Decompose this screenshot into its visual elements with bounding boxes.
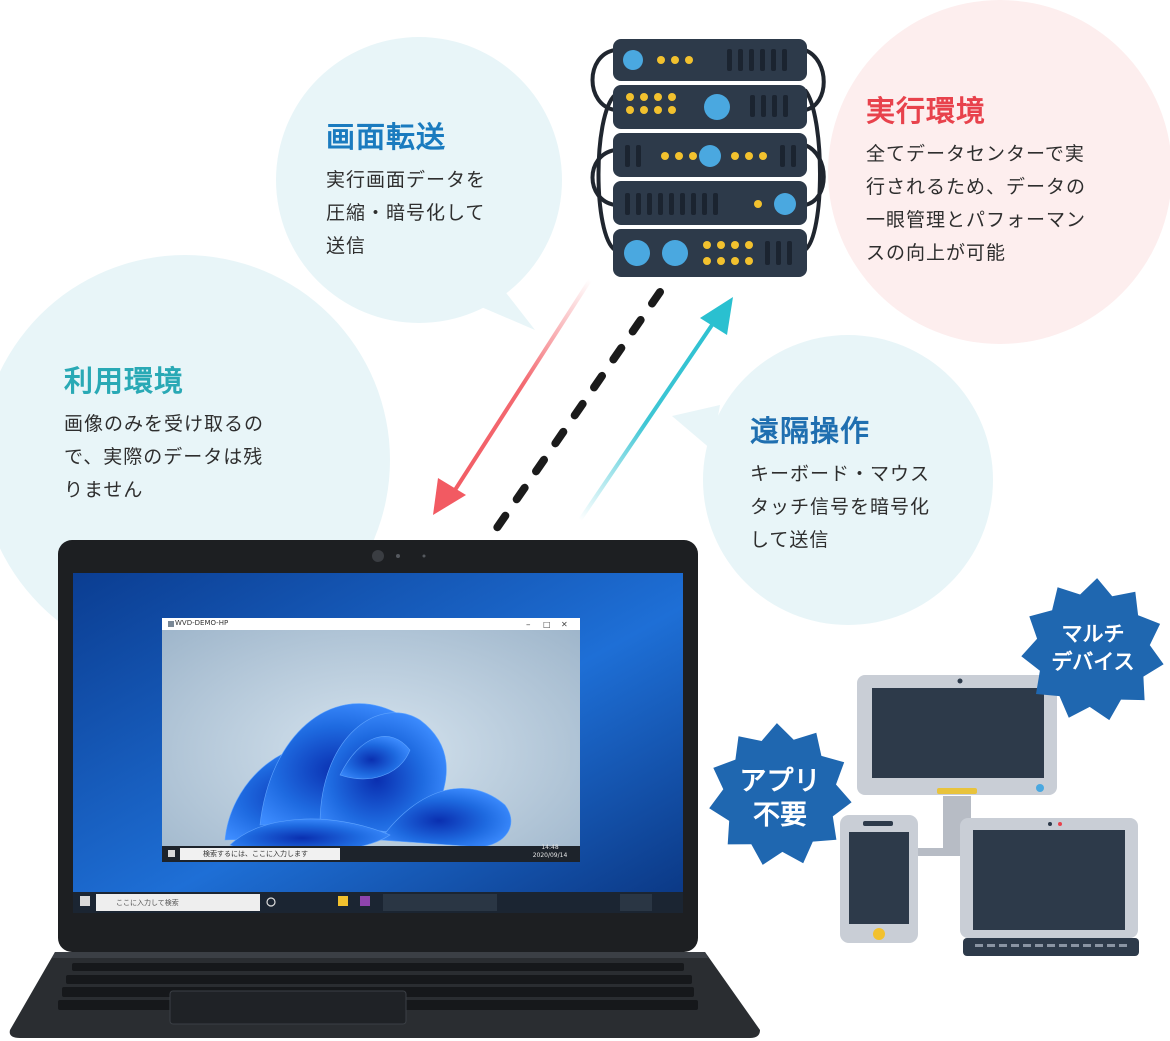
screen-transfer-title: 画面転送 (326, 120, 447, 154)
remote-bubble-tail (672, 405, 720, 450)
screen-transfer-block: 画面転送 実行画面データを 圧縮・暗号化して 送信 (326, 114, 556, 263)
multi-devices-icon (840, 675, 1139, 956)
usage-title: 利用環境 (64, 364, 185, 398)
window-title: WVD-DEMO-HP (175, 619, 229, 627)
inner-clock-date: 2020/09/14 (532, 852, 568, 859)
execution-title: 実行環境 (866, 94, 987, 128)
svg-text:□: □ (543, 620, 551, 629)
multi-device-badge-shape (1021, 578, 1164, 721)
inner-search-box[interactable]: 検索するには、ここに入力します (203, 850, 308, 858)
execution-bubble (828, 0, 1170, 344)
execution-text: 全てデータセンターで実 行されるため、データの 一眼管理とパフォーマン スの向上… (866, 143, 1087, 264)
up-arrow-line (578, 323, 714, 522)
outer-search-box[interactable]: ここに入力して検索 (116, 899, 179, 907)
server-rack-icon (590, 39, 826, 277)
remote-bubble (703, 335, 993, 625)
screen-transfer-bubble-tail (465, 285, 535, 330)
down-arrow-line (453, 278, 592, 492)
screen-transfer-bubble (276, 37, 562, 323)
screen-transfer-text: 実行画面データを 圧縮・暗号化して 送信 (326, 169, 487, 257)
inner-clock-time: 14:48 (541, 844, 559, 851)
remote-text: キーボード・マウス タッチ信号を暗号化 して送信 (750, 463, 931, 551)
laptop-icon: – □ ✕ (9, 540, 760, 1038)
remote-block: 遠隔操作 キーボード・マウス タッチ信号を暗号化 して送信 (750, 408, 980, 557)
dashed-connection-line (488, 288, 664, 539)
no-app-badge-text: アプリ 不要 (739, 766, 821, 831)
svg-text:–: – (526, 620, 531, 630)
usage-block: 利用環境 画像のみを受け取るの で、実際のデータは残 りません (64, 358, 354, 507)
no-app-badge-shape (709, 723, 852, 865)
svg-text:✕: ✕ (561, 620, 568, 629)
down-arrow-head (433, 478, 466, 515)
execution-block: 実行環境 全てデータセンターで実 行されるため、データの 一眼管理とパフォーマン… (866, 88, 1156, 270)
up-arrow-head (700, 297, 733, 335)
remote-title: 遠隔操作 (750, 414, 871, 448)
multi-device-badge-text: マルチ デバイス (1051, 622, 1135, 674)
usage-text: 画像のみを受け取るの で、実際のデータは残 りません (64, 413, 265, 501)
